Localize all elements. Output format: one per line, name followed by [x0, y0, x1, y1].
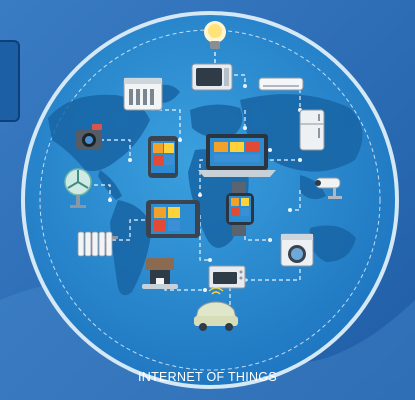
map-southeast-asia: [300, 175, 326, 200]
cctv-camera-icon: [315, 177, 342, 199]
map-south-america: [110, 200, 152, 296]
oven-icon: [208, 265, 246, 289]
tablet-icon: [146, 200, 200, 238]
smartphone-icon: [148, 136, 178, 178]
smartwatch-icon: [226, 182, 254, 236]
air-conditioner-icon: [258, 77, 304, 91]
coffee-machine-icon: [142, 258, 178, 289]
refrigerator-icon: [299, 109, 325, 151]
smart-car-icon: [194, 287, 238, 331]
washing-machine-icon: [280, 233, 314, 267]
microwave-icon: [191, 63, 233, 91]
side-panel: [0, 40, 20, 122]
laptop-icon: [198, 134, 276, 177]
radiator-icon: [77, 231, 118, 257]
camera-icon: [76, 124, 102, 150]
iot-caption: INTERNET OF THINGS: [138, 370, 277, 384]
map-australia: [309, 225, 356, 262]
light-bulb-icon: [204, 21, 226, 49]
dishwasher-icon: [123, 77, 163, 111]
fan-icon: [64, 168, 92, 208]
map-europe: [190, 104, 243, 139]
